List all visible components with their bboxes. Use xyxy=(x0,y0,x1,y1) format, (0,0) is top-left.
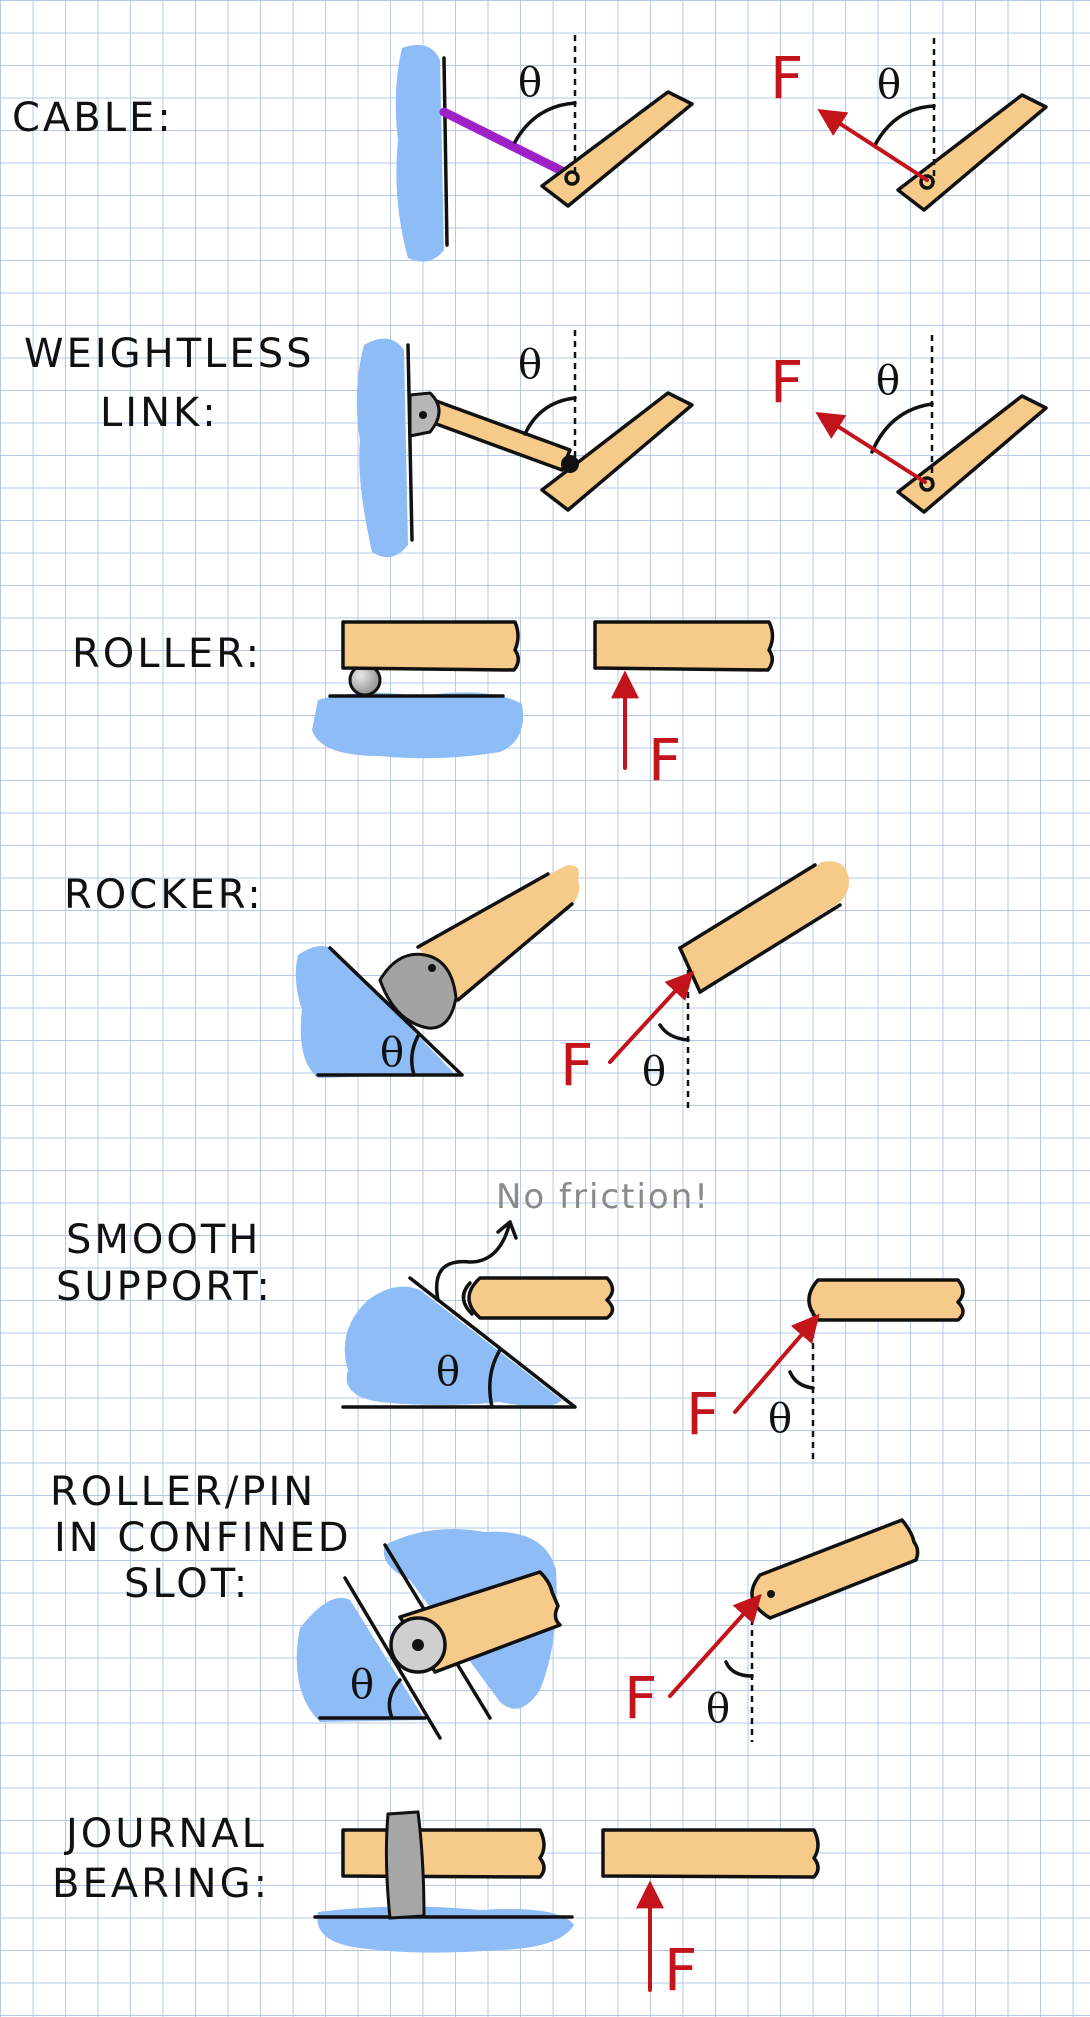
beam xyxy=(540,391,694,512)
confined-slot-label-line2: IN CONFINED xyxy=(54,1515,352,1561)
wall-blob xyxy=(356,338,408,558)
weightless-link-label-line1: WEIGHTLESS xyxy=(24,331,314,377)
row-weightless-link: WEIGHTLESS LINK: θ θ F xyxy=(24,330,1048,558)
roller-label: ROLLER: xyxy=(72,631,262,677)
row-smooth-support: SMOOTH SUPPORT: No friction! θ θ F xyxy=(56,1177,965,1460)
beam xyxy=(896,394,1048,514)
angle-symbol: θ xyxy=(350,1662,374,1708)
cable xyxy=(439,107,577,181)
pin xyxy=(428,964,436,972)
incline xyxy=(341,1276,577,1409)
angle-symbol: θ xyxy=(436,1349,460,1395)
angle-symbol: θ xyxy=(518,342,542,388)
beam xyxy=(680,861,849,992)
beam xyxy=(593,620,775,672)
ground-blob xyxy=(344,1286,562,1407)
angle-symbol: θ xyxy=(877,62,901,108)
row-confined-slot: ROLLER/PIN IN CONFINED SLOT: θ θ F xyxy=(50,1469,920,1742)
angle-symbol: θ xyxy=(642,1049,666,1095)
force-label: F xyxy=(624,1664,657,1732)
beam xyxy=(341,620,520,672)
pin xyxy=(767,1590,775,1598)
pin xyxy=(419,411,427,419)
smooth-support-label-line1: SMOOTH xyxy=(66,1217,261,1263)
pin xyxy=(412,1639,424,1651)
force-label: F xyxy=(648,726,681,794)
beam xyxy=(341,1828,546,1879)
cable-label: CABLE: xyxy=(12,95,174,141)
smooth-support-label-line2: SUPPORT: xyxy=(56,1264,273,1310)
row-roller: ROLLER: F xyxy=(72,620,775,794)
force-label: F xyxy=(664,1936,697,2004)
angle-arc xyxy=(658,1023,690,1042)
ground-blob xyxy=(317,1906,574,1953)
angle-arc xyxy=(387,1678,402,1720)
force-arrow xyxy=(668,1593,762,1698)
ground-blob xyxy=(312,692,524,759)
angle-arc xyxy=(788,1370,815,1390)
wall-line xyxy=(442,56,449,247)
force-label: F xyxy=(560,1031,593,1099)
wall-line xyxy=(406,343,414,542)
angle-arc xyxy=(488,1348,502,1409)
angle-arc xyxy=(523,396,577,436)
incline xyxy=(316,946,464,1077)
note-arrow xyxy=(435,1220,512,1302)
no-friction-note: No friction! xyxy=(496,1177,710,1217)
angle-arc xyxy=(513,101,577,144)
angle-symbol: θ xyxy=(768,1396,792,1442)
angle-symbol: θ xyxy=(876,358,900,404)
journal-bearing-post xyxy=(384,1810,426,1920)
force-arrow xyxy=(815,411,927,484)
journal-bearing-label-line2: BEARING: xyxy=(52,1861,270,1907)
force-arrow xyxy=(608,970,694,1064)
weightless-link-label-line2: LINK: xyxy=(100,390,219,436)
force-arrow xyxy=(817,108,929,182)
angle-arc xyxy=(873,104,936,147)
confined-slot-label-line1: ROLLER/PIN xyxy=(50,1469,316,1515)
angle-arc xyxy=(410,1034,420,1077)
beam xyxy=(896,93,1048,212)
beam xyxy=(750,1518,920,1620)
row-rocker: ROCKER: θ θ F xyxy=(64,861,849,1110)
row-cable: CABLE: θ θ F xyxy=(12,35,1048,262)
beam xyxy=(601,1828,820,1879)
rocker-label: ROCKER: xyxy=(64,872,264,918)
row-journal-bearing: JOURNAL BEARING: F xyxy=(52,1810,820,2004)
angle-symbol: θ xyxy=(518,60,542,106)
angle-symbol: θ xyxy=(706,1686,730,1732)
beam xyxy=(807,1278,965,1322)
wall-blob xyxy=(395,44,444,262)
angle-symbol: θ xyxy=(380,1030,404,1076)
force-label: F xyxy=(770,44,803,112)
force-label: F xyxy=(686,1380,719,1448)
force-arrow xyxy=(733,1313,820,1414)
confined-slot-label-line3: SLOT: xyxy=(124,1561,250,1607)
force-label: F xyxy=(770,348,803,416)
angle-arc xyxy=(724,1660,754,1678)
beam xyxy=(467,1276,615,1320)
journal-bearing-label-line1: JOURNAL xyxy=(63,1811,267,1857)
rocker-shoe xyxy=(378,952,458,1030)
beam xyxy=(418,865,580,1000)
beam xyxy=(540,90,694,208)
angle-arc xyxy=(870,402,934,454)
